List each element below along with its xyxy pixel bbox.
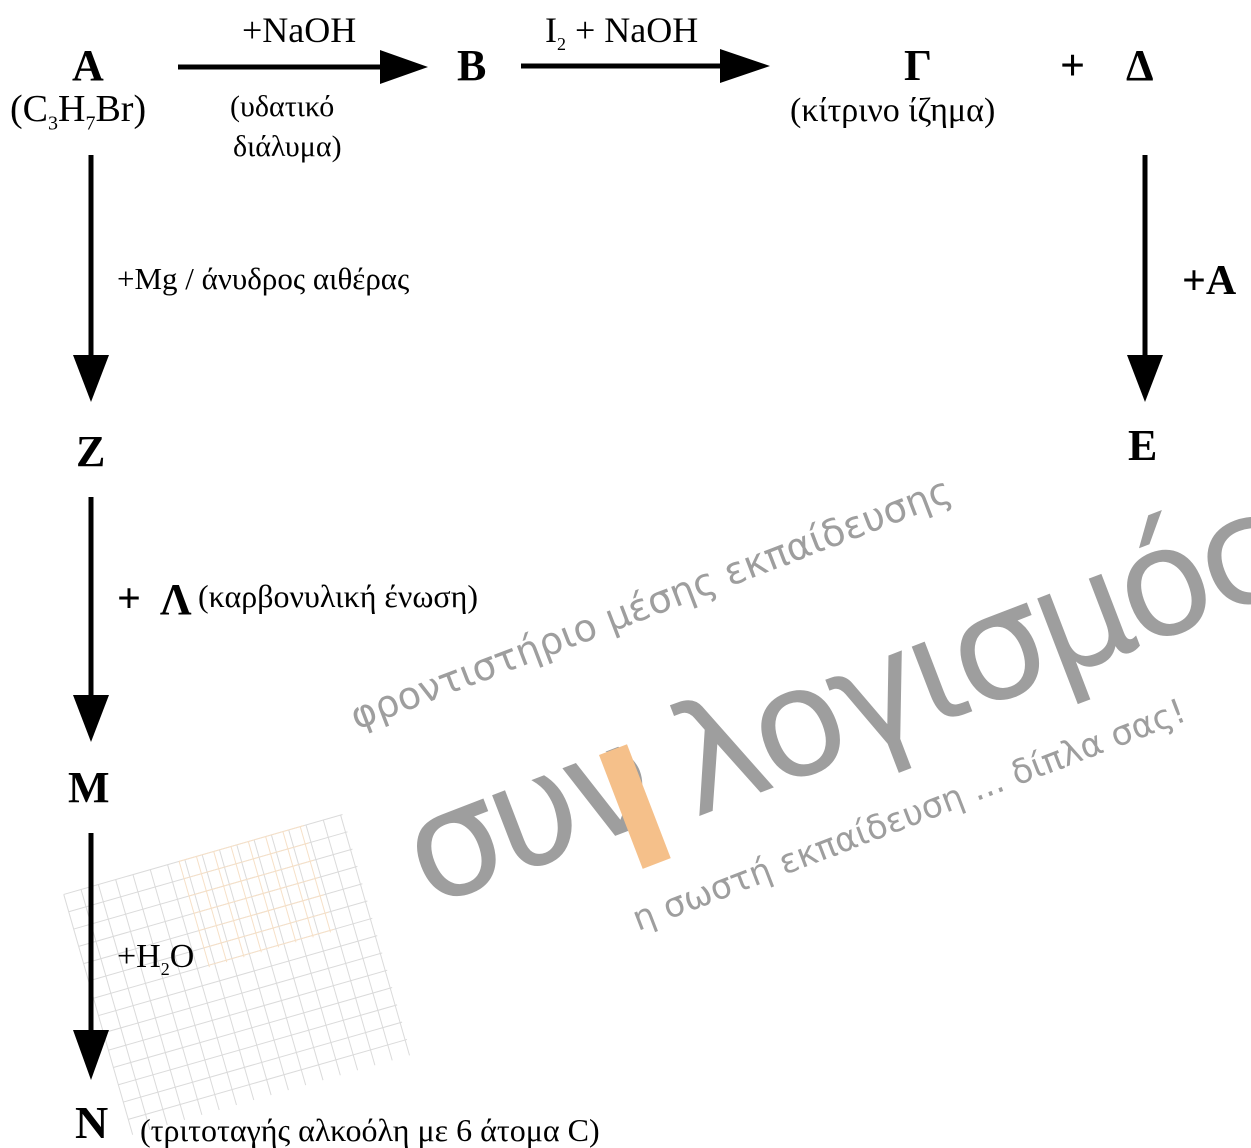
grid-line (178, 825, 305, 862)
condition-aqueous-line1: (υδατικό (230, 90, 335, 123)
grid-line (188, 859, 315, 897)
grid-line (118, 1004, 398, 1086)
grid-line (253, 839, 324, 1081)
grid-line (203, 911, 330, 949)
compound-g-note: (κίτρινο ίζημα) (790, 92, 996, 129)
grid-line (322, 819, 393, 1061)
grid-line (201, 854, 272, 1096)
grid-line (299, 826, 332, 933)
grid-line (123, 1021, 403, 1103)
reagent-water: +H2O (117, 940, 194, 978)
grid-line (63, 894, 134, 1135)
grid-line (198, 894, 325, 932)
grid-line (230, 846, 262, 953)
grid-line (193, 876, 320, 914)
formula-sub-7: 7 (85, 112, 96, 135)
watermark-grid (63, 814, 410, 1135)
reagent-plus-a: +A (1182, 258, 1237, 304)
condition-aqueous-line2: διάλυμα) (233, 130, 342, 163)
formula-sub-3: 3 (48, 112, 58, 135)
grid-line (195, 856, 228, 963)
grid-line (236, 844, 307, 1086)
grid-line (183, 842, 310, 880)
grid-line (178, 861, 210, 968)
arrowhead-m-to-n (73, 1030, 109, 1080)
grid-line (149, 869, 220, 1111)
grid-line (184, 859, 255, 1101)
reagent-naoh-2: + NaOH (566, 10, 699, 50)
arrowhead-z-to-m (73, 695, 109, 742)
compound-g: Γ (904, 41, 932, 90)
grid-line (113, 987, 393, 1068)
reagent-mg-ether: +Mg / άνυδρος αιθέρας (117, 261, 410, 296)
grid-line (108, 969, 388, 1051)
reagent-iodine-naoh: I2 + NaOH (545, 12, 698, 53)
grid-line (167, 864, 237, 1106)
compound-m: M (68, 763, 110, 812)
grid-line (247, 841, 280, 948)
formula-suffix: Br) (95, 88, 147, 130)
grid-line (282, 831, 314, 938)
reagent-carbonyl-note: (καρβονυλική ένωση) (198, 578, 479, 614)
water-sub: 2 (160, 958, 170, 979)
grid-line (288, 829, 359, 1071)
grid-line (103, 952, 383, 1034)
grid-line (98, 935, 378, 1017)
grid-line (340, 814, 410, 1056)
reagent-i-sub: 2 (557, 34, 566, 55)
formula-mid: H (58, 88, 86, 130)
grid-line (128, 1038, 408, 1120)
reagent-i: I (545, 10, 557, 50)
grid-line (213, 851, 245, 958)
reagent-plus: + (117, 576, 141, 622)
arrowhead-a-to-b (380, 50, 428, 84)
grid-line (208, 928, 334, 966)
grid-line (305, 824, 376, 1066)
compound-n-note: (τριτοταγής αλκοόλη με 6 άτομα C) (140, 1112, 600, 1148)
reagent-lambda: Λ (160, 575, 192, 624)
compound-b: B (457, 41, 487, 90)
compound-d: Δ (1126, 41, 1154, 90)
grid-line (132, 874, 203, 1116)
plus-sign: + (1060, 41, 1086, 90)
water-suffix: O (169, 938, 195, 975)
compound-a-formula: (C3H7Br) (10, 90, 146, 134)
grid-line (115, 879, 186, 1121)
arrowhead-a-to-z (73, 355, 109, 402)
arrowhead-d-to-e (1127, 355, 1163, 402)
grid-line (97, 884, 168, 1125)
water-prefix: +H (117, 938, 161, 975)
grid-line (265, 836, 297, 943)
compound-a: A (72, 41, 104, 90)
grid-line (270, 834, 341, 1076)
arrowhead-b-to-g (720, 49, 770, 83)
formula-prefix: (C (10, 88, 48, 130)
compound-e: E (1128, 421, 1158, 470)
compound-n: N (75, 1097, 109, 1148)
grid-line (219, 849, 289, 1091)
compound-z: Z (76, 427, 106, 476)
reagent-naoh: +NaOH (242, 10, 357, 50)
